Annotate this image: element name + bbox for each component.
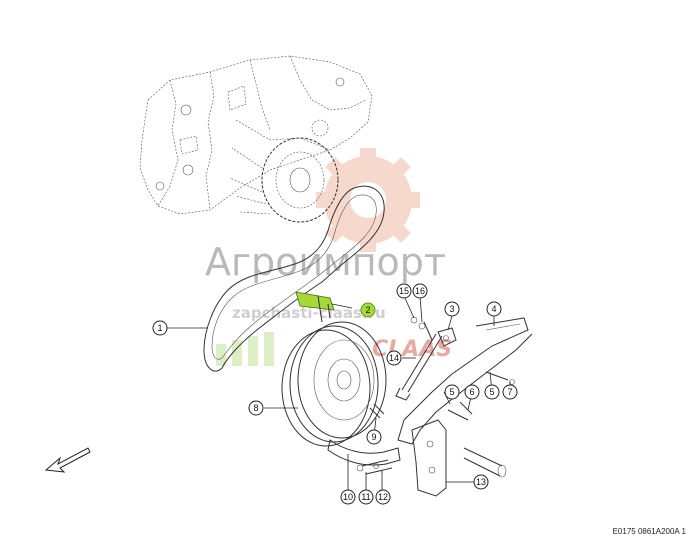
callout-2: 2 <box>360 302 376 318</box>
callout-10: 10 <box>340 489 356 505</box>
diagram-reference: E0175 0861A200A 1 <box>612 527 686 536</box>
svg-text:3: 3 <box>449 304 454 314</box>
svg-text:10: 10 <box>343 492 353 502</box>
svg-text:11: 11 <box>361 492 370 502</box>
bolts-part-5-6-7 <box>447 371 515 421</box>
svg-text:14: 14 <box>389 353 399 363</box>
direction-arrow-icon <box>44 447 91 473</box>
callout-6: 6 <box>464 384 480 400</box>
svg-text:1: 1 <box>157 323 162 333</box>
callout-15: 15 <box>396 283 412 299</box>
callout-16: 16 <box>412 283 428 299</box>
svg-text:7: 7 <box>507 387 512 397</box>
leader-lines <box>166 295 511 494</box>
svg-text:15: 15 <box>399 286 409 296</box>
guard-part-10 <box>327 439 401 475</box>
pin-part-9 <box>369 403 385 419</box>
svg-text:9: 9 <box>371 432 376 442</box>
callout-11: 11 <box>358 489 374 505</box>
hardware-upper <box>410 316 457 347</box>
watermark-site: zapchasti-claas.ru <box>232 304 386 322</box>
svg-text:8: 8 <box>253 403 258 413</box>
callout-4: 4 <box>486 301 502 317</box>
callout-8: 8 <box>248 400 264 416</box>
callouts: 1 2 3 4 5 5 6 7 8 9 10 11 12 13 14 15 16 <box>152 283 518 505</box>
svg-text:5: 5 <box>449 387 454 397</box>
pulley-part-8 <box>281 321 387 447</box>
drive-belt <box>203 185 385 372</box>
engine-housing <box>139 55 373 223</box>
svg-text:5: 5 <box>489 387 494 397</box>
callout-1: 1 <box>152 320 168 336</box>
svg-text:2: 2 <box>365 305 370 315</box>
watermark-title: Агроимпорт <box>205 240 446 284</box>
callout-3: 3 <box>444 301 460 317</box>
support-plate-part-13 <box>411 419 447 497</box>
svg-text:13: 13 <box>476 477 486 487</box>
callout-7: 7 <box>502 384 518 400</box>
callout-12: 12 <box>375 489 391 505</box>
svg-text:6: 6 <box>469 387 474 397</box>
svg-text:16: 16 <box>415 286 425 296</box>
watermark-green-bars <box>216 332 274 366</box>
watermark-gear-logo <box>316 148 420 252</box>
callout-13: 13 <box>473 474 489 490</box>
svg-text:12: 12 <box>378 492 388 502</box>
callout-5a: 5 <box>444 384 460 400</box>
bracket-part-2 <box>295 291 335 323</box>
svg-text:4: 4 <box>491 304 496 314</box>
callout-14: 14 <box>386 350 402 366</box>
callout-9: 9 <box>366 429 382 445</box>
callout-5b: 5 <box>484 384 500 400</box>
rod-part-14 <box>395 333 443 401</box>
shaft <box>463 447 507 478</box>
